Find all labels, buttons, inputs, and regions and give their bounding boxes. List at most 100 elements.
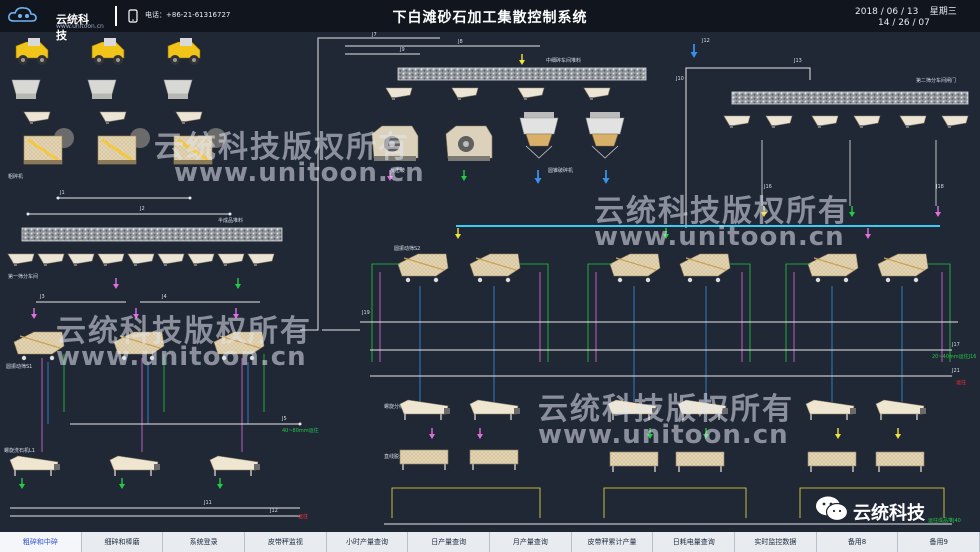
coarse-crusher-label: 粗碎机 [8,173,23,180]
brand-name: 云统科技 [56,13,89,42]
tab-coarse-medium-crushing[interactable]: 粗碎和中碎 [0,532,82,552]
wechat-account-name: 云统科技 [853,503,925,524]
tab-system-login[interactable]: 系统登录 [163,532,246,552]
flow-arrow-yellow-4 [834,427,842,440]
tab-daily-output[interactable]: 日产量查询 [408,532,491,552]
mid-feeder-1 [385,87,413,101]
flow-arrow-blue-3 [689,43,699,59]
flow-arrow-green-3 [118,477,126,490]
dump-truck-1 [15,37,49,66]
belt-j7-label: J7 [371,32,377,38]
flow-arrow-green-5 [460,169,468,182]
vibrating-feeder-1 [23,111,51,125]
flow-arrow-pink-6 [934,205,942,218]
belt-j8-label: J8 [457,39,463,45]
collector-frame-3 [799,487,945,518]
phone-number: 电话：+86-21-61316727 [145,11,231,19]
sand-washer-l1-2 [109,455,161,477]
flow-arrow-blue-2 [601,169,611,185]
output-j21-label: 运往 [956,379,966,386]
gate-feeder-2 [37,253,65,267]
belt-j13 [685,67,811,80]
gate-feeder-3 [67,253,95,267]
tab-fine-crushing-rod-mill[interactable]: 细碎和棒磨 [82,532,164,552]
watermark-url-1: www.unitoon.cn [174,158,425,188]
date-display: 2018 / 06 / 13 星期三 [855,7,957,17]
output-j11-label: 运往 [298,513,308,520]
time-display: 14 / 26 / 07 [878,18,930,28]
impact-crusher-label: 反击破 [390,167,405,174]
vibrating-screen-s2-6 [877,253,929,283]
header-bar: 云统科技 www.unitoon.cn 电话：+86-21-61316727 下… [0,0,980,42]
vibrating-feeder-2 [99,111,127,125]
tab-monthly-output[interactable]: 月产量查询 [490,532,572,552]
belt-j5-end [298,422,302,426]
belt-j11-label: J11 [203,500,212,506]
tab-spare-8[interactable]: 备用8 [817,532,899,552]
belt-j16-label: J16 [763,184,772,190]
dewatering-screen-l3-4 [675,451,725,473]
dump-truck-3 [167,37,201,66]
mid-feeder-4 [583,87,611,101]
gate-feeder-4 [97,253,125,267]
collector-frame-2 [603,487,747,518]
mid-feeder-2 [451,87,479,101]
tab-spare-9[interactable]: 备用9 [898,532,980,552]
header-separator [115,6,117,26]
gate-feeder-7 [187,253,215,267]
brand-url: www.unitoon.cn [56,23,104,30]
watermark-url-2: www.unitoon.cn [594,222,845,252]
chute-frame-pink-3 [793,272,943,362]
chute-frame-pink-2 [595,272,743,362]
gate-feeder-6 [157,253,185,267]
semi-stockpile-label: 半成品堆料 [218,217,243,224]
phone-icon [128,9,138,23]
sand-classifier-l2-1 [399,399,451,421]
belt-j5-label: J5 [281,416,287,422]
output-40-80-label: 40~80mm运往 [282,427,319,434]
screening-workshop-1-label: 第一筛分车间 [8,273,38,280]
right-feeder-3 [811,115,839,129]
belt-j2-end-right [228,212,232,216]
watermark-url-4: www.unitoon.cn [538,420,789,450]
flow-arrow-green-1 [234,277,242,290]
tab-realtime-monitor[interactable]: 实时监控数据 [735,532,817,552]
dewatering-screen-l3-label: 直线脱水筛L3 [384,453,415,460]
process-diagram: 粗碎机 J1 J2 半成品堆料 第一筛分车间 J3 J4 圆振动筛S1 [4,32,977,525]
tab-hourly-output[interactable]: 小时产量查询 [327,532,409,552]
right-feeder-1 [723,115,751,129]
jaw-crusher-2 [96,134,138,166]
gate-feeder-8 [217,253,245,267]
dump-truck-2 [91,37,125,66]
right-feeder-6 [941,115,969,129]
vibrating-screen-s1-label: 圆振动筛S1 [6,363,32,370]
belt-j12-label: J12 [269,508,278,514]
sand-washer-l1-1 [9,455,61,477]
dewatering-screen-l3-5 [807,451,857,473]
chute-frame-pink-1 [379,272,541,362]
wechat-badge: 云统科技 [807,487,977,529]
chute-frame-green-3 [785,263,951,362]
sand-classifier-l2-2 [469,399,521,421]
screening-workshop-2-label: 第二筛分车间闸门 [916,77,956,84]
watermark-copyright-1: 云统科技版权所有 [154,130,410,165]
vibrating-screen-s2-3 [609,253,661,283]
chute-frame-green-2 [587,263,751,362]
flow-arrow-pink-9 [476,427,484,440]
second-screen-stockpile [731,91,969,105]
tab-belt-scale-cumulative[interactable]: 皮带秤累计产量 [572,532,654,552]
belt-j13-label: J13 [793,58,802,64]
sand-classifier-l2-5 [805,399,857,421]
belt-j2-label: J2 [139,206,145,212]
sand-washer-l1-label: 螺旋洗石机L1 [4,447,35,454]
receiving-hopper-3 [163,79,193,100]
tab-belt-scale-monitor[interactable]: 皮带秤监视 [245,532,327,552]
cone-crusher-1 [519,111,559,159]
tab-daily-power[interactable]: 日耗电量查询 [653,532,736,552]
belt-j2-end-left [26,212,30,216]
watermark-copyright-2: 云统科技版权所有 [594,194,850,229]
mid-fine-stockpile [397,67,647,81]
vibrating-screen-s2-5 [807,253,859,283]
impact-crusher-2 [445,125,493,162]
